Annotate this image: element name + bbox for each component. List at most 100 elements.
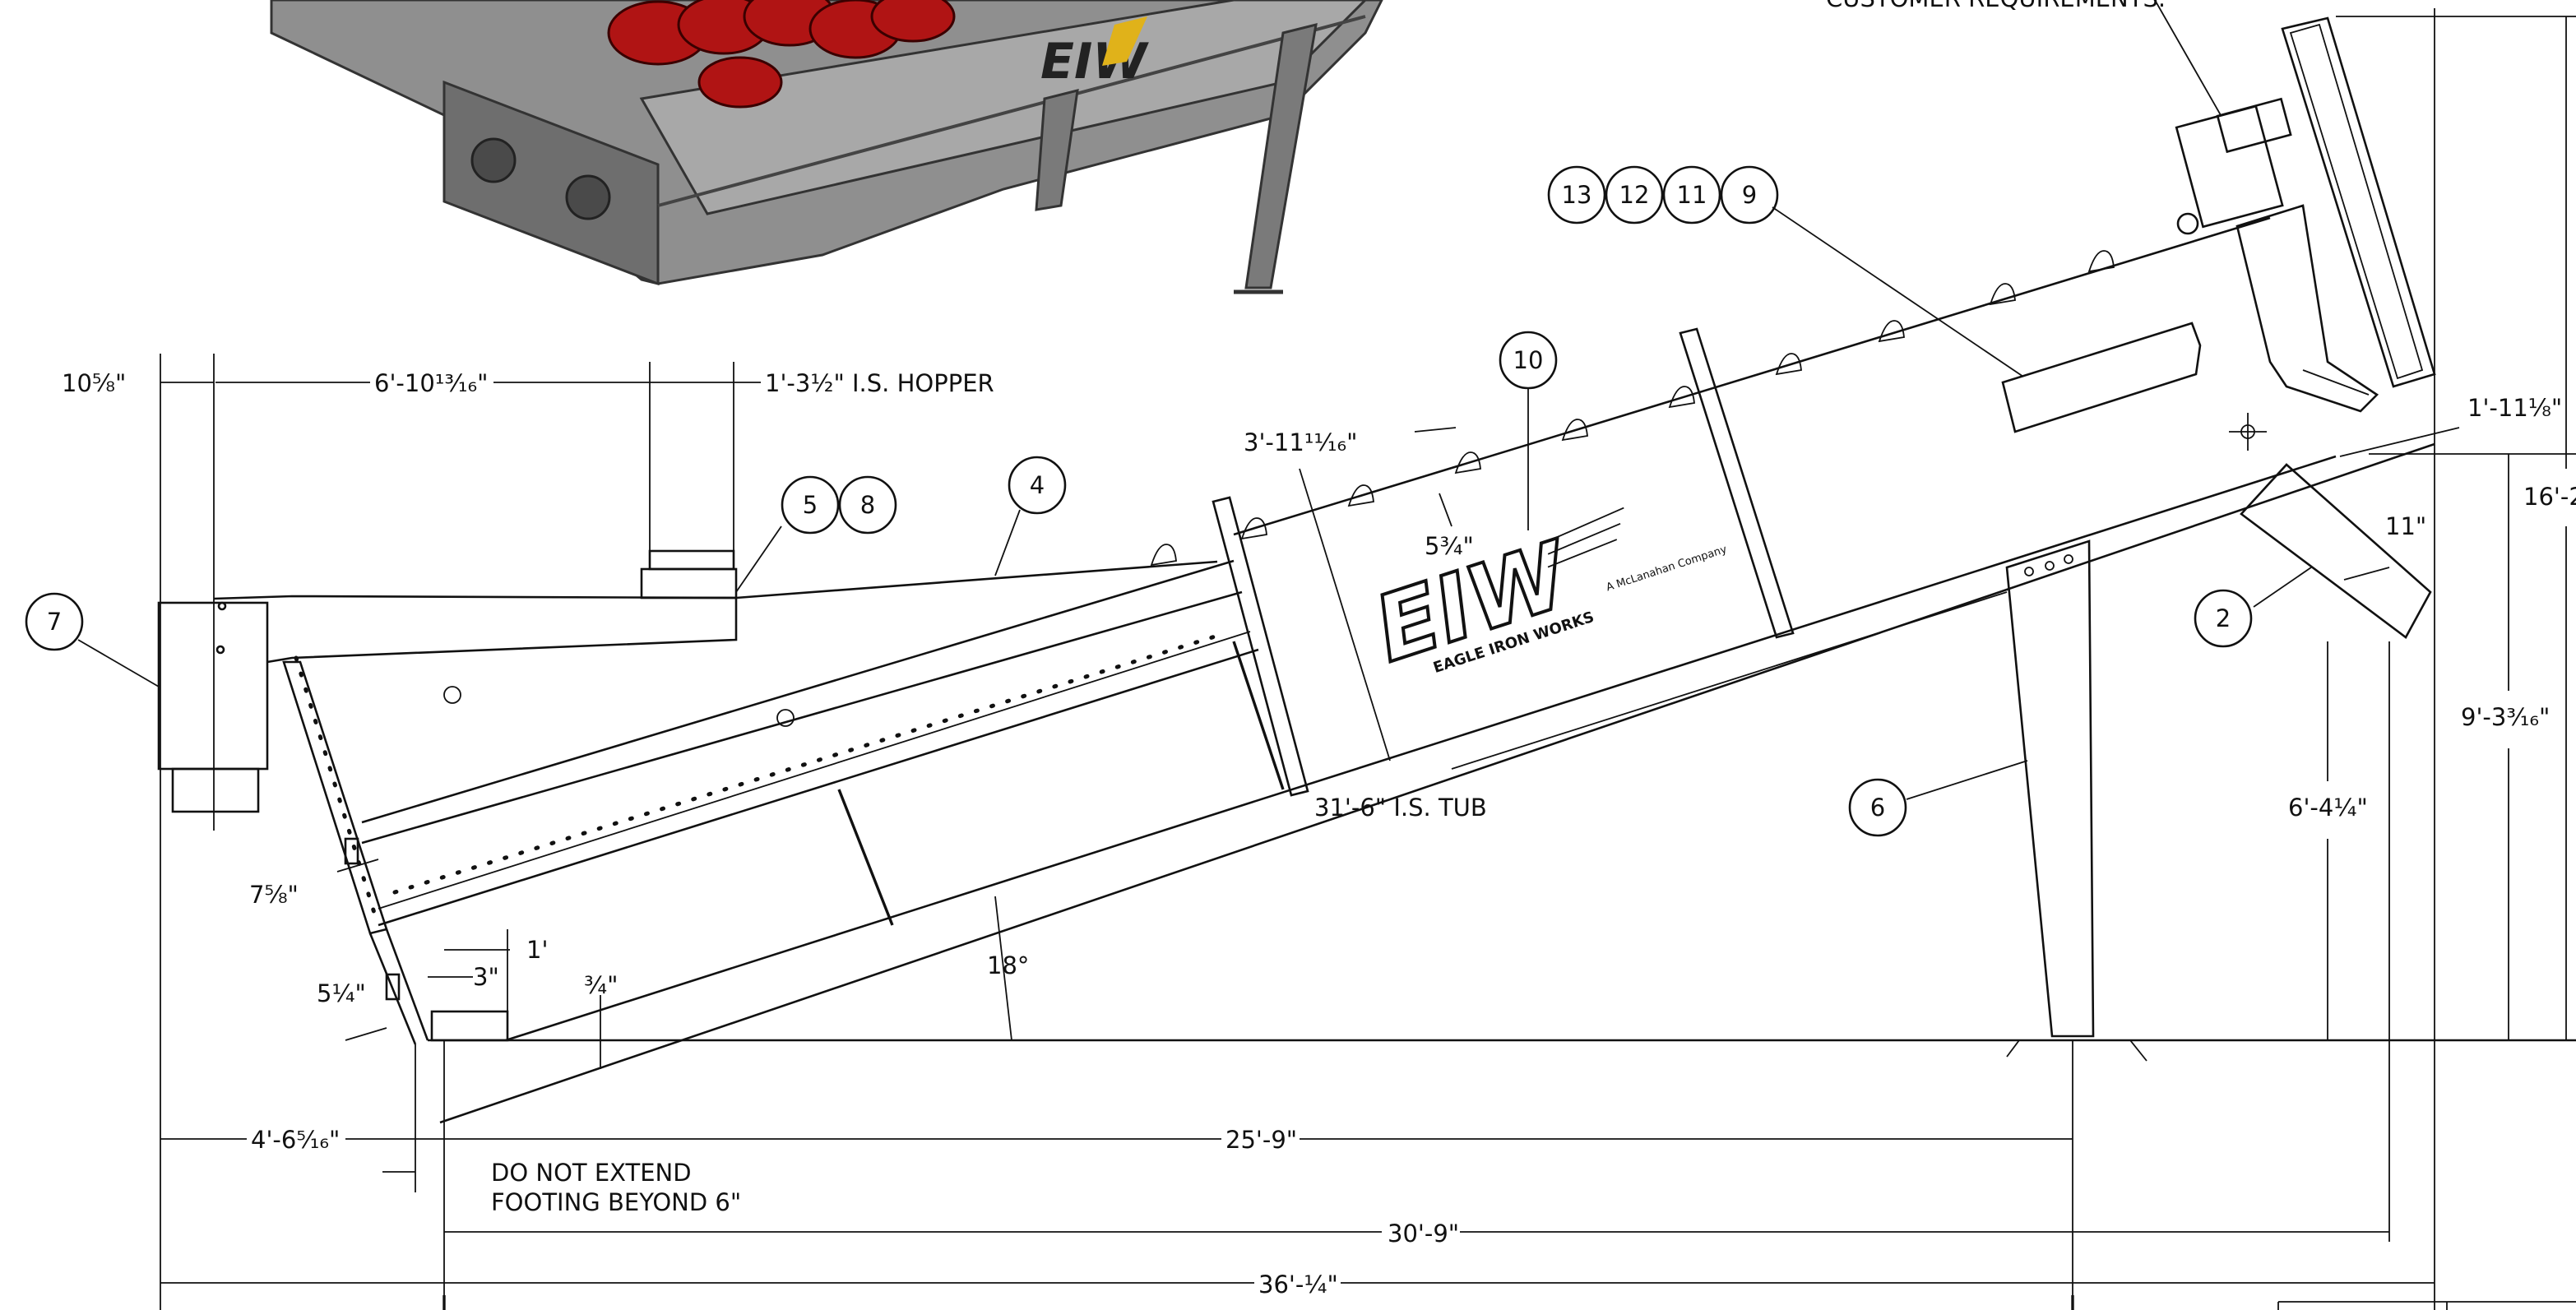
balloon-4 [1008,456,1067,515]
spray-nozzles [1150,250,2115,567]
leader-4 [994,509,1021,576]
front-foot-pad [430,1010,509,1042]
dim-6-10: 6'-10¹³⁄₁₆" [374,369,488,397]
note-footing-1: DO NOT EXTEND [491,1159,692,1187]
sight-port [776,709,795,727]
nozzle [1150,544,1177,567]
dim-36: 36'-¼" [1258,1271,1338,1298]
balloon-5-label: 5 [803,491,818,519]
tub-inner-edge [361,590,1243,845]
footing-mark [2006,1039,2020,1058]
balloon-7 [25,592,84,651]
leg-hole [2024,567,2034,576]
logo-wing [1547,507,1624,542]
iso-logo-wings [1102,16,1147,66]
dim-line [1439,493,1452,527]
clamp [385,973,401,1001]
dim-1-11: 1'-11⅛" [2467,394,2562,422]
balloon-12-label: 12 [1619,181,1650,209]
nozzle [1561,419,1588,442]
balloon-4-label: 4 [1030,471,1045,499]
dim-30-9: 30'-9" [1388,1220,1459,1248]
leg-hole [2064,554,2073,564]
isometric-view: EIW [270,0,1383,294]
tub-lower-edge [505,455,2337,1042]
dim-line [336,859,379,873]
leader-2 [2253,567,2312,608]
dim-25-9: 25'-9" [1225,1126,1297,1154]
nozzle [1347,484,1374,507]
nozzle [1878,320,1905,343]
dimension-text: CUSTOMER REQUIREMENTS. 10⅝" 6'-10¹³⁄₁₆" … [62,0,2576,1298]
iso-end-plate [442,80,660,286]
dim-hopper: 1'-3½" I.S. HOPPER [765,369,994,397]
dim-16-2: 16'-2 [2523,483,2576,511]
dim-3-11: 3'-11¹¹⁄₁₆" [1244,428,1357,456]
dim-11: 11" [2385,512,2426,540]
leg-hole [2045,561,2055,571]
dim-line [345,1027,387,1041]
nozzle [1240,517,1267,540]
balloon-2 [2194,589,2253,648]
note-top: CUSTOMER REQUIREMENTS. [1826,0,2166,12]
dim-line [1414,427,1457,433]
drive-shaft [2302,369,2370,396]
balloon-10 [1499,331,1558,390]
motor-junction-box [2216,97,2292,154]
drive-housing [2235,204,2379,413]
leader-5 [735,525,782,593]
tub-logo: EIW EAGLE IRON WORKS A McLanahan Company [1361,507,1729,684]
leader-7 [77,639,160,687]
tub-end-wall [282,660,388,935]
feed-box-bolt-2 [215,645,225,655]
tub-end-lower [368,933,417,1045]
nozzle [1668,386,1695,409]
dim-5-3-4: 5¾" [1425,532,1474,560]
dim-4-6: 4'-6⁵⁄₁₆" [251,1126,340,1154]
dim-7-5-8: 7⅝" [249,881,299,909]
iso-bearing-2 [565,174,611,220]
dim-3in: 3" [473,963,499,991]
support-leg [2005,539,2095,1038]
leader-6 [1906,760,2028,800]
dim-10-5-8: 10⅝" [62,369,126,397]
balloon-13 [1547,165,1606,225]
belt-guard-inner [2289,23,2424,380]
logo-wing [1547,539,1618,568]
balloon-6 [1848,778,1907,837]
dim-line [1299,468,1391,761]
leader-motor [2154,0,2222,116]
hopper-top [213,595,738,664]
nozzle [1989,283,2016,306]
feed-box [157,601,269,771]
tub-logo-sub: A McLanahan Company [1605,544,1729,595]
dim-9-3: 9'-3³⁄₁₆" [2461,703,2550,731]
iso-rail [657,15,1366,207]
nozzle [2087,250,2115,273]
iso-bearing-1 [470,137,517,183]
dim-1ft: 1' [526,936,548,964]
footing-mark [2129,1039,2147,1062]
balloon-12 [1605,165,1664,225]
note-footing-2: FOOTING BEYOND 6" [491,1188,741,1216]
feed-box-spout [171,767,260,813]
balloon-11-label: 11 [1677,181,1707,209]
tub-end-lower-2 [385,928,429,1041]
support-strut-1 [837,789,894,926]
dim-line [1451,591,2008,770]
balloon-8-label: 8 [860,491,875,519]
name-plate [2001,322,2202,433]
balloons: 13 12 11 9 10 5 8 4 7 2 6 [25,0,2312,837]
leader-9 [1772,206,2024,377]
tub-bottom-edge [439,442,2435,1124]
divider-plate-1 [1212,496,1309,797]
balloon-13-label: 13 [1562,181,1592,209]
dim-angle: 18° [987,951,1029,979]
tub-liner [378,648,1259,927]
balloon-9 [1720,165,1779,225]
balloon-9-label: 9 [1742,181,1757,209]
balloon-10-label: 10 [1513,346,1544,374]
sight-port [443,686,461,704]
iso-leg-2 [1244,22,1318,289]
